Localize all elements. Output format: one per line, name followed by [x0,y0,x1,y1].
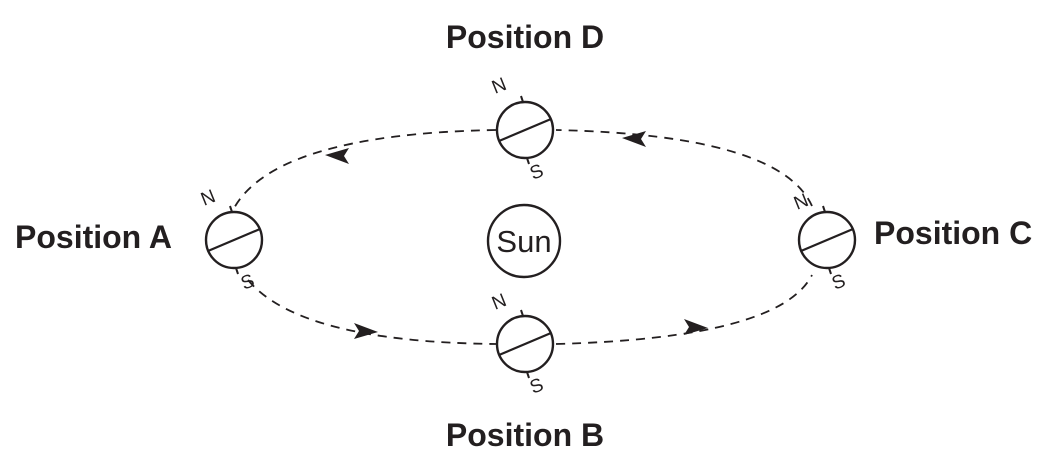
orbit-segment-b-to-c [555,274,813,345]
orbit-segment-a-to-b [247,279,497,345]
orbit-segment-c-to-d [555,129,813,207]
south-pole-tick [526,157,530,165]
arrow-d-to-a [325,148,349,164]
arrow-c-to-d [622,131,646,147]
position-b-label: Position B [446,417,604,453]
north-pole-label: N [791,190,812,215]
orbit-segment-d-to-a [231,129,497,213]
south-pole-tick [828,267,832,275]
orbit-arrows [325,131,708,339]
position-d-label: Position D [446,19,604,55]
sun-circle [486,203,562,279]
arrow-b-to-c [684,319,708,335]
north-pole-label: N [198,186,219,211]
north-pole-tick [229,205,233,213]
south-pole-label: S [829,270,849,294]
earth-equator-line [498,117,552,143]
north-pole-tick [822,205,826,213]
position-a-label: Position A [15,219,172,255]
earth-position-d: N S [489,74,555,185]
south-pole-label: S [238,270,258,294]
earth-position-b: N S [489,290,555,399]
south-pole-tick [526,371,530,379]
south-pole-label: S [527,374,547,398]
earth-position-c: N S [791,190,857,295]
south-pole-label: S [527,160,547,184]
sun-label: Sun [496,224,551,259]
north-pole-label: N [489,290,510,315]
south-pole-tick [235,267,239,275]
arrow-a-to-b [354,323,378,339]
orbit-path [231,129,813,345]
earth-position-a: N S [198,186,264,295]
north-pole-label: N [489,74,510,99]
sun: Sun [486,203,562,279]
earth-equator-line [498,331,552,357]
north-pole-tick [520,95,524,103]
earth-equator-line [800,227,854,253]
position-c-label: Position C [874,215,1032,251]
north-pole-tick [520,309,524,317]
earth-equator-line [207,227,261,253]
